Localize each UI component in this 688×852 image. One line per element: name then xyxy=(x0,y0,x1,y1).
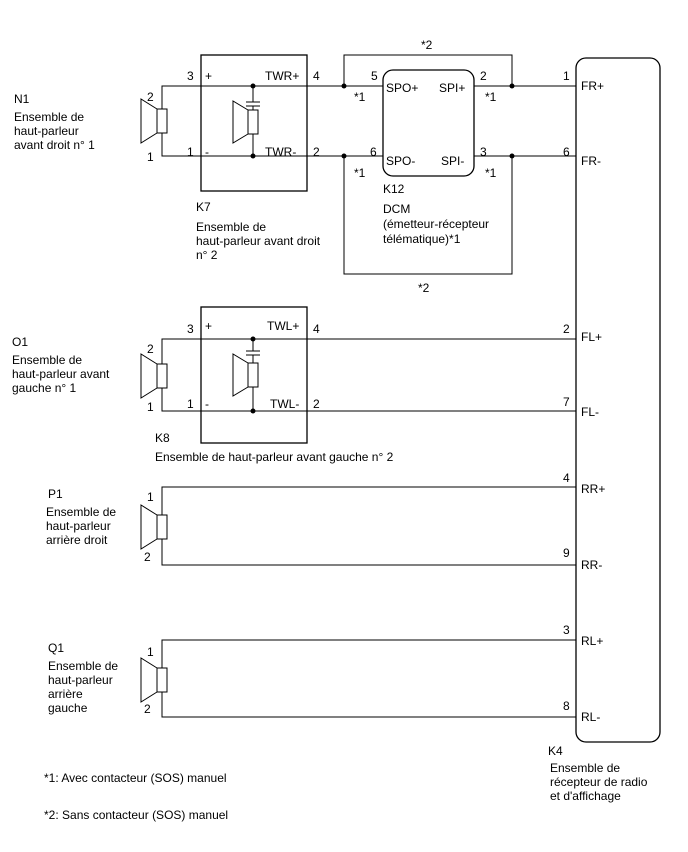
k12-pin3: 3 xyxy=(480,145,487,159)
p1-desc-line2: haut-parleur xyxy=(46,519,111,533)
k4-pin-3-label: RL+ xyxy=(581,634,603,648)
q1-speaker-icon xyxy=(140,657,168,703)
k12-spi-minus: SPI- xyxy=(441,154,464,168)
k12-desc-line2: (émetteur-récepteur xyxy=(383,217,489,231)
bypass-top-mark: *2 xyxy=(421,38,433,52)
k7-speaker-icon xyxy=(232,100,259,144)
n1-desc-line1: Ensemble de xyxy=(14,110,84,124)
k4-code: K4 xyxy=(548,744,563,758)
footnote-1: *1: Avec contacteur (SOS) manuel xyxy=(44,771,227,785)
o1-code: O1 xyxy=(12,335,28,349)
k8-pin4: 4 xyxy=(313,322,320,336)
p1-desc-line3: arrière droit xyxy=(46,533,108,547)
k4-desc-line3: et d'affichage xyxy=(550,789,621,803)
k8-box xyxy=(200,306,308,444)
k8-twl-minus: TWL- xyxy=(270,397,299,411)
q1-desc-line3: arrière xyxy=(48,687,83,701)
k4-pin-9-label: RR- xyxy=(581,558,602,572)
n1-pin-minus: 1 xyxy=(147,150,154,164)
k8-twl-plus: TWL+ xyxy=(267,319,299,333)
k4-receiver-box xyxy=(575,57,661,743)
k7-desc-line1: Ensemble de xyxy=(196,220,266,234)
k8-code: K8 xyxy=(155,431,170,445)
k7-desc-line2: haut-parleur avant droit xyxy=(196,234,321,248)
fr-minus-right-mark: *1 xyxy=(485,166,497,180)
k7-twr-minus: TWR- xyxy=(265,145,296,159)
o1-desc-line1: Ensemble de xyxy=(12,353,82,367)
q1-desc-line4: gauche xyxy=(48,701,88,715)
n1-speaker-icon xyxy=(140,98,168,144)
o1-desc-line2: haut-parleur avant xyxy=(12,367,110,381)
k4-pin-2-num: 2 xyxy=(563,322,570,336)
fr-plus-right-mark: *1 xyxy=(485,90,497,104)
k8-pin3: 3 xyxy=(187,322,194,336)
k7-pin1: 1 xyxy=(187,145,194,159)
fr-minus-left-mark: *1 xyxy=(354,166,366,180)
k12-pin2: 2 xyxy=(480,69,487,83)
k7-code: K7 xyxy=(196,200,211,214)
k4-pin-9-num: 9 xyxy=(563,546,570,560)
bypass-bottom-mark: *2 xyxy=(418,281,430,295)
k12-spo-plus: SPO+ xyxy=(386,81,418,95)
k12-pin5: 5 xyxy=(371,69,378,83)
p1-code: P1 xyxy=(48,487,63,501)
k4-pin-2-label: FL+ xyxy=(581,330,602,344)
k4-pin-1-num: 1 xyxy=(563,69,570,83)
p1-desc-line1: Ensemble de xyxy=(46,505,116,519)
k12-spi-plus: SPI+ xyxy=(439,81,465,95)
q1-pin-minus: 2 xyxy=(144,702,151,716)
k12-desc-line3: télématique)*1 xyxy=(383,232,461,246)
k8-pin1: 1 xyxy=(187,397,194,411)
footnote-2: *2: Sans contacteur (SOS) manuel xyxy=(44,808,228,822)
k4-pin-4-label: RR+ xyxy=(581,482,605,496)
k4-desc-line2: récepteur de radio xyxy=(550,775,648,789)
k4-pin-7-num: 7 xyxy=(563,395,570,409)
k12-desc-line1: DCM xyxy=(383,202,410,216)
k12-code: K12 xyxy=(383,182,405,196)
n1-desc-line3: avant droit n° 1 xyxy=(14,138,95,152)
n1-desc-line2: haut-parleur xyxy=(14,124,79,138)
k7-pin3: 3 xyxy=(187,69,194,83)
k4-pin-8-num: 8 xyxy=(563,699,570,713)
k4-pin-1-label: FR+ xyxy=(581,79,604,93)
k7-pin2: 2 xyxy=(313,145,320,159)
k12-spo-minus: SPO- xyxy=(386,154,415,168)
q1-desc-line1: Ensemble de xyxy=(48,659,118,673)
k4-desc-line1: Ensemble de xyxy=(550,761,620,775)
k8-desc: Ensemble de haut-parleur avant gauche n°… xyxy=(155,450,394,464)
k7-minus: - xyxy=(205,145,209,159)
k8-minus: - xyxy=(205,397,209,411)
p1-speaker-icon xyxy=(140,504,168,550)
k8-speaker-icon xyxy=(232,353,259,397)
q1-code: Q1 xyxy=(48,641,64,655)
n1-pin-plus: 2 xyxy=(147,90,154,104)
k4-pin-4-num: 4 xyxy=(563,471,570,485)
k7-pin4: 4 xyxy=(313,69,320,83)
o1-desc-line3: gauche n° 1 xyxy=(12,381,77,395)
o1-pin-minus: 1 xyxy=(147,400,154,414)
p1-pin-minus: 2 xyxy=(144,550,151,564)
k8-plus: + xyxy=(205,319,212,333)
o1-pin-plus: 2 xyxy=(147,342,154,356)
k4-pin-7-label: FL- xyxy=(581,405,599,419)
n1-code: N1 xyxy=(14,92,30,106)
k7-twr-plus: TWR+ xyxy=(265,69,299,83)
k7-box xyxy=(200,54,308,192)
k7-plus: + xyxy=(205,69,212,83)
k4-pin-6-num: 6 xyxy=(563,145,570,159)
p1-pin-plus: 1 xyxy=(147,490,154,504)
k12-pin6: 6 xyxy=(370,145,377,159)
k7-desc-line3: n° 2 xyxy=(196,248,218,262)
k8-pin2: 2 xyxy=(313,397,320,411)
k12-dcm-box xyxy=(382,69,475,177)
k4-pin-6-label: FR- xyxy=(581,154,601,168)
q1-pin-plus: 1 xyxy=(147,645,154,659)
o1-speaker-icon xyxy=(140,353,168,399)
q1-desc-line2: haut-parleur xyxy=(48,673,113,687)
k4-pin-8-label: RL- xyxy=(581,710,600,724)
k4-pin-3-num: 3 xyxy=(563,623,570,637)
fr-plus-left-mark: *1 xyxy=(354,90,366,104)
